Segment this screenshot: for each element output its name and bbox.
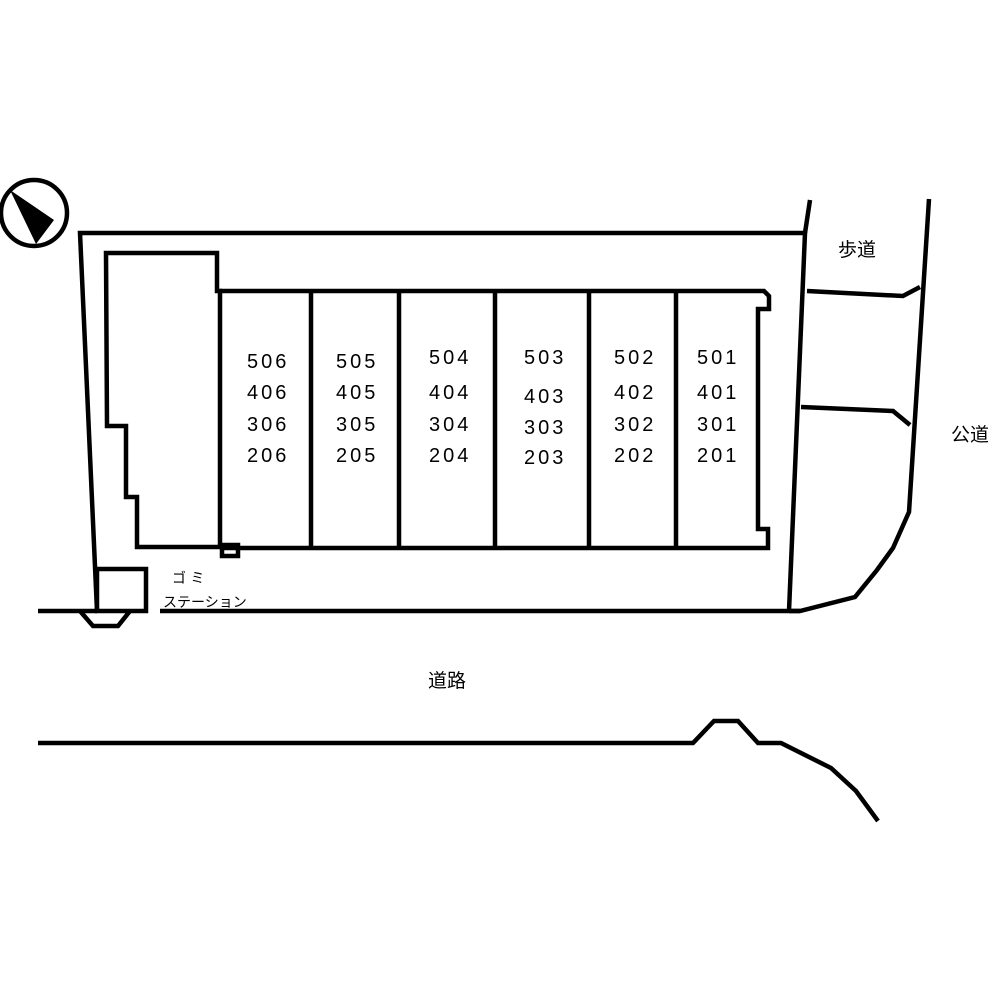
road-label: 道路 — [428, 670, 466, 692]
unit-405: 405 — [336, 382, 378, 404]
garbage-station-label-line1: ゴ ミ — [172, 570, 204, 587]
unit-dividers — [308, 291, 679, 548]
unit-205: 205 — [336, 445, 378, 467]
unit-302: 302 — [614, 414, 656, 436]
building-outline — [220, 288, 772, 551]
road-edge-north — [38, 198, 932, 614]
unit-406: 406 — [247, 382, 289, 404]
parking-area-outline — [103, 250, 241, 559]
unit-202: 202 — [614, 445, 656, 467]
unit-401: 401 — [697, 382, 739, 404]
unit-503: 503 — [524, 347, 566, 369]
unit-501: 501 — [697, 347, 739, 369]
unit-304: 304 — [429, 414, 471, 436]
north-arrow-icon — [0, 177, 70, 249]
unit-402: 402 — [614, 382, 656, 404]
unit-206: 206 — [247, 445, 289, 467]
unit-203: 203 — [524, 447, 566, 469]
garbage-station-box — [94, 566, 149, 614]
unit-502: 502 — [614, 347, 656, 369]
unit-201: 201 — [697, 445, 739, 467]
garbage-station-label-line2: ステーション — [163, 595, 247, 611]
unit-305: 305 — [336, 414, 378, 436]
property-boundary — [77, 230, 808, 612]
unit-labels: 506 406 306 206 505 405 305 205 504 404 … — [247, 347, 739, 469]
unit-303: 303 — [524, 417, 566, 439]
unit-505: 505 — [336, 351, 378, 373]
sidewalk-label: 歩道 — [838, 239, 876, 261]
public-road-label: 公道 — [951, 424, 989, 446]
unit-403: 403 — [524, 386, 566, 408]
road-edge-south — [38, 718, 880, 823]
unit-306: 306 — [247, 414, 289, 436]
unit-301: 301 — [697, 414, 739, 436]
garbage-station-curb — [78, 609, 132, 629]
unit-504: 504 — [429, 347, 471, 369]
public-road-edges — [800, 199, 922, 427]
unit-506: 506 — [247, 351, 289, 373]
unit-204: 204 — [429, 445, 471, 467]
unit-404: 404 — [429, 382, 471, 404]
